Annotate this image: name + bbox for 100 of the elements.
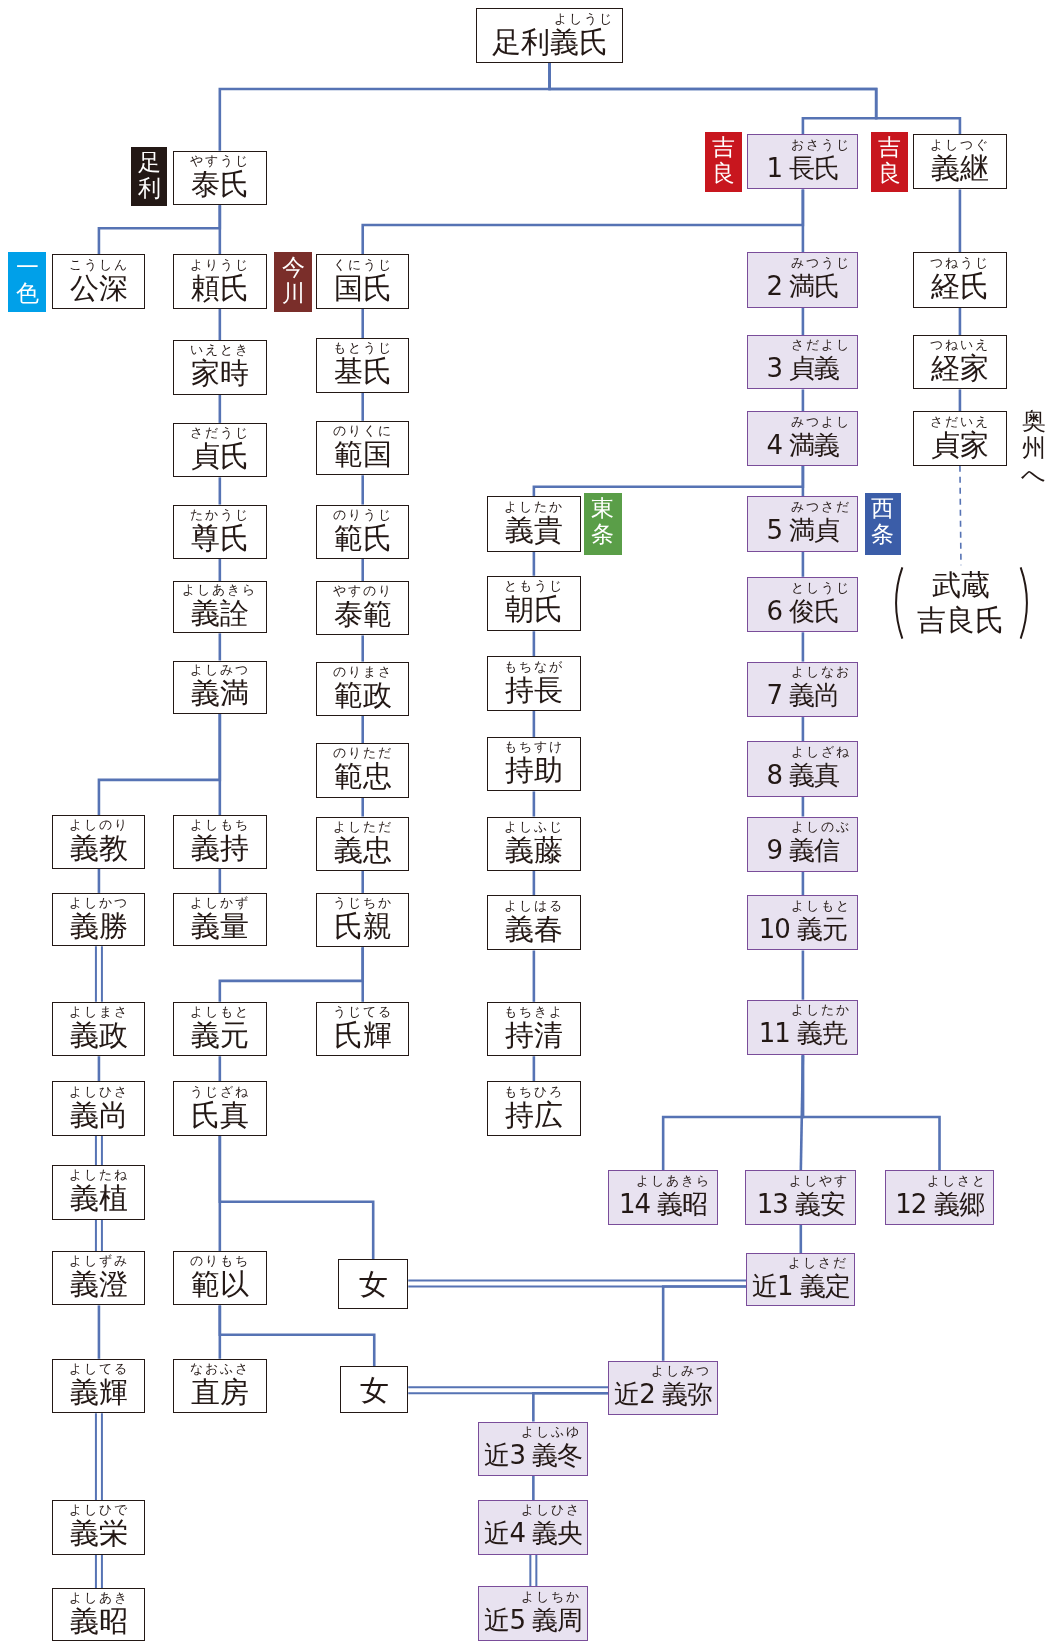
furigana: もちなが — [503, 659, 564, 674]
name-text: 範政 — [333, 678, 392, 711]
name-box — [884, 1170, 995, 1225]
name-box — [912, 252, 1007, 308]
name-text: 近4 義央 — [484, 1517, 583, 1550]
name-box — [747, 134, 859, 190]
descent-line — [361, 392, 365, 421]
name-box — [172, 580, 267, 634]
name-text: 義栄 — [69, 1517, 128, 1550]
descent-line — [97, 713, 222, 816]
furigana: つねうじ — [929, 256, 990, 270]
name-box — [52, 892, 146, 947]
name-text: 朝氏 — [504, 593, 563, 626]
furigana: よしちか — [521, 1589, 582, 1604]
furigana: なおふさ — [189, 1361, 250, 1376]
name-text: 尊氏 — [190, 521, 249, 554]
furigana: のりまさ — [332, 664, 393, 679]
furigana: よしなお — [791, 665, 852, 680]
descent-line — [97, 868, 101, 893]
descent-line — [218, 559, 222, 581]
descent-line — [532, 1476, 535, 1501]
name-box — [747, 576, 859, 633]
descent-line — [361, 797, 365, 817]
name-box — [486, 895, 581, 951]
furigana: よしてる — [68, 1361, 129, 1376]
descent-line — [532, 551, 536, 576]
double-line — [94, 1553, 103, 1589]
descent-line — [801, 307, 805, 335]
note-text: 奥州へ — [1020, 408, 1047, 490]
furigana: よしふゆ — [521, 1424, 582, 1439]
clan-label: 西条 — [864, 493, 902, 555]
clan-label: 今川 — [274, 252, 312, 312]
name-box — [486, 656, 581, 711]
name-box — [747, 895, 859, 951]
descent-line — [361, 189, 805, 255]
furigana: もちきよ — [503, 1005, 564, 1019]
furigana: よしさと — [927, 1173, 988, 1188]
name-text: 女 — [358, 1267, 388, 1300]
name-text: 家時 — [190, 357, 249, 390]
descent-line — [958, 389, 962, 412]
descent-line — [218, 308, 222, 341]
furigana: よしもと — [791, 898, 852, 913]
name-text: 10 義元 — [758, 912, 848, 945]
name-box — [172, 1001, 267, 1057]
furigana: よしかず — [189, 895, 250, 910]
furigana: くにうじ — [332, 257, 393, 272]
name-box — [172, 504, 267, 559]
name-text: 貞氏 — [190, 440, 249, 473]
descent-line — [361, 308, 365, 339]
name-box — [747, 661, 859, 718]
name-box — [608, 1170, 719, 1225]
clan-label: 吉良 — [870, 131, 908, 192]
furigana: よしざね — [791, 744, 852, 759]
name-box — [172, 815, 267, 869]
name-box — [745, 1170, 857, 1225]
furigana: よしずみ — [68, 1254, 129, 1269]
descent-line — [801, 632, 805, 662]
name-text: 国氏 — [333, 271, 392, 304]
descent-line — [801, 796, 805, 817]
descent-line — [218, 477, 222, 505]
furigana: もとうじ — [332, 341, 393, 356]
furigana: よしさだ — [788, 1255, 849, 1270]
name-text: 直房 — [190, 1375, 249, 1408]
name-text: 義澄 — [69, 1268, 128, 1301]
name-box — [608, 1360, 719, 1416]
descent-line — [532, 631, 536, 657]
descent-line — [801, 717, 805, 742]
name-box — [52, 1500, 146, 1555]
furigana: よしかつ — [68, 895, 129, 910]
name-box — [52, 1250, 146, 1306]
descent-line — [218, 394, 222, 423]
descent-line — [532, 950, 536, 1002]
name-box — [747, 252, 859, 308]
furigana: やすうじ — [189, 153, 250, 168]
name-box — [912, 334, 1007, 390]
name-box — [476, 8, 623, 63]
name-text: 義尚 — [69, 1098, 128, 1131]
name-box — [486, 736, 581, 792]
furigana: たかうじ — [189, 507, 250, 522]
name-box — [340, 1366, 409, 1414]
furigana: よしみつ — [189, 663, 250, 678]
name-text: 8 義真 — [766, 758, 840, 791]
furigana: よしまさ — [68, 1005, 129, 1019]
name-box — [172, 422, 267, 478]
furigana: やすのり — [332, 584, 393, 599]
name-text: 頼氏 — [190, 271, 249, 304]
furigana: よしのり — [68, 818, 129, 833]
name-box — [478, 1421, 589, 1476]
descent-line — [361, 870, 365, 893]
name-text: 11 義尭 — [758, 1017, 848, 1050]
name-box — [172, 150, 267, 206]
furigana: ともうじ — [503, 579, 564, 594]
descent-line — [218, 1305, 222, 1359]
name-text: 義忠 — [333, 833, 392, 866]
name-text: 持清 — [504, 1019, 563, 1051]
furigana: のりくに — [332, 424, 393, 438]
furigana: さだよし — [791, 338, 852, 353]
name-box — [172, 1081, 267, 1136]
name-box — [52, 815, 146, 869]
name-box — [172, 254, 267, 309]
